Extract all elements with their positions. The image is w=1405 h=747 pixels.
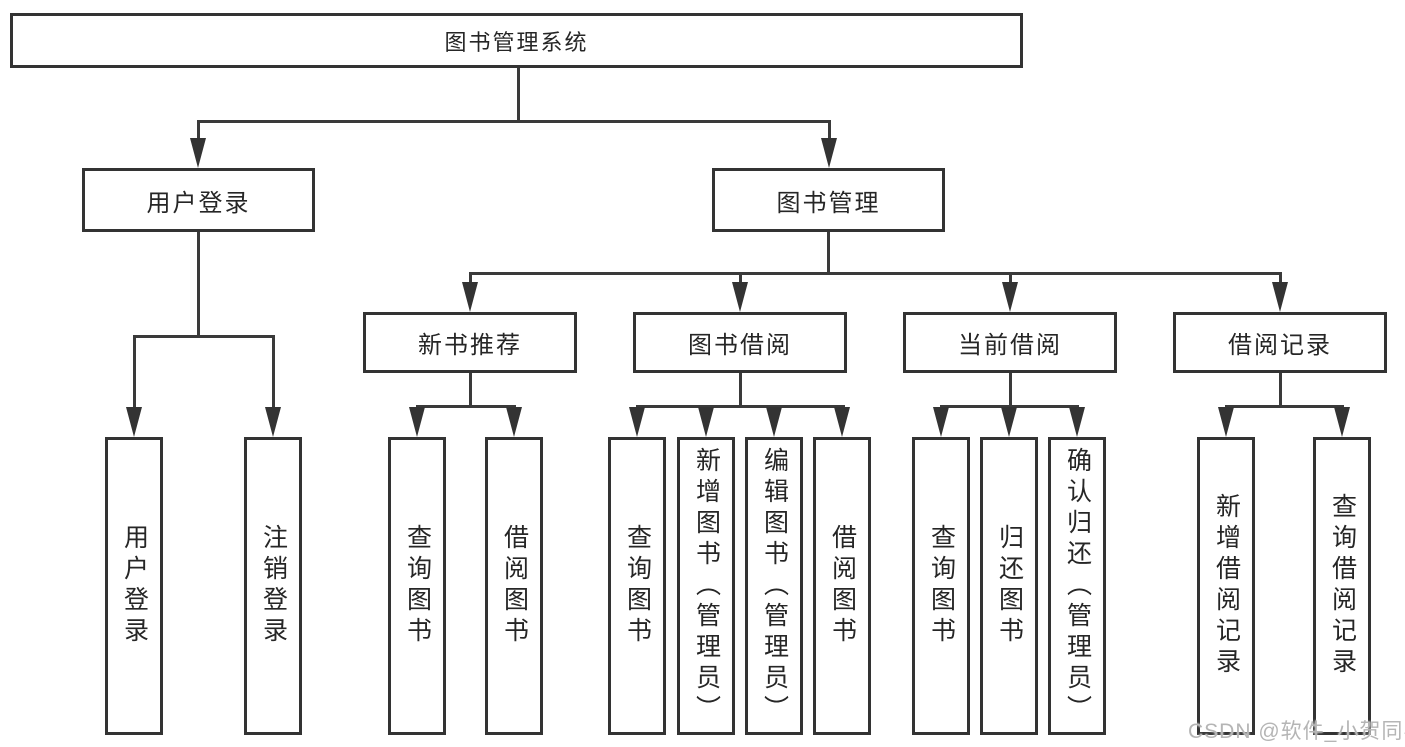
node-user-login: 用户登录 xyxy=(82,168,315,232)
arrow-down-icon xyxy=(409,407,425,437)
node-root-library-system: 图书管理系统 xyxy=(10,13,1023,68)
leaf-return-books: 归还图书 xyxy=(980,437,1038,735)
connector-line xyxy=(469,272,472,286)
connector-line xyxy=(133,335,136,409)
connector-line xyxy=(739,272,742,286)
arrow-down-icon xyxy=(126,407,142,437)
leaf-query-books: 查询图书 xyxy=(912,437,970,735)
arrow-down-icon xyxy=(933,407,949,437)
arrow-down-icon xyxy=(698,407,714,437)
node-book-borrowing: 图书借阅 xyxy=(633,312,847,373)
arrow-down-icon xyxy=(629,407,645,437)
csdn-watermark: CSDN @软件_小贺同学 xyxy=(1188,720,1405,743)
connector-line xyxy=(1279,272,1282,286)
node-borrow-records: 借阅记录 xyxy=(1173,312,1387,373)
arrow-down-icon xyxy=(1001,407,1017,437)
arrow-down-icon xyxy=(1002,282,1018,312)
connector-line xyxy=(416,405,516,408)
arrow-down-icon xyxy=(821,138,837,168)
connector-line xyxy=(1009,272,1012,286)
connector-line xyxy=(940,405,1079,408)
connector-line xyxy=(1225,405,1344,408)
arrow-down-icon xyxy=(766,407,782,437)
connector-line xyxy=(469,272,1281,275)
leaf-logout: 注销登录 xyxy=(244,437,302,735)
leaf-query-borrow-record: 查询借阅记录 xyxy=(1313,437,1371,735)
arrow-down-icon xyxy=(265,407,281,437)
leaf-edit-book-admin: 编辑图书（管理员） xyxy=(745,437,803,735)
leaf-user-login: 用户登录 xyxy=(105,437,163,735)
leaf-query-books: 查询图书 xyxy=(388,437,446,735)
arrow-down-icon xyxy=(732,282,748,312)
connector-line xyxy=(197,120,831,123)
leaf-borrow-books: 借阅图书 xyxy=(813,437,871,735)
connector-line xyxy=(197,120,200,142)
connector-line xyxy=(1279,373,1282,405)
connector-line xyxy=(739,373,742,405)
connector-line xyxy=(828,120,831,142)
node-new-book-recommend: 新书推荐 xyxy=(363,312,577,373)
node-current-borrowing: 当前借阅 xyxy=(903,312,1117,373)
connector-line xyxy=(197,232,200,335)
arrow-down-icon xyxy=(1218,407,1234,437)
arrow-down-icon xyxy=(462,282,478,312)
leaf-add-borrow-record: 新增借阅记录 xyxy=(1197,437,1255,735)
connector-line xyxy=(469,373,472,405)
connector-line xyxy=(636,405,845,408)
connector-line xyxy=(517,68,520,121)
connector-line xyxy=(272,335,275,409)
connector-line xyxy=(133,335,275,338)
leaf-add-book-admin: 新增图书（管理员） xyxy=(677,437,735,735)
connector-line xyxy=(827,232,830,272)
node-book-management: 图书管理 xyxy=(712,168,945,232)
arrow-down-icon xyxy=(506,407,522,437)
arrow-down-icon xyxy=(1334,407,1350,437)
leaf-confirm-return-admin: 确认归还（管理员） xyxy=(1048,437,1106,735)
arrow-down-icon xyxy=(834,407,850,437)
arrow-down-icon xyxy=(190,138,206,168)
arrow-down-icon xyxy=(1272,282,1288,312)
leaf-borrow-books: 借阅图书 xyxy=(485,437,543,735)
leaf-query-books: 查询图书 xyxy=(608,437,666,735)
arrow-down-icon xyxy=(1069,407,1085,437)
connector-line xyxy=(1009,373,1012,405)
